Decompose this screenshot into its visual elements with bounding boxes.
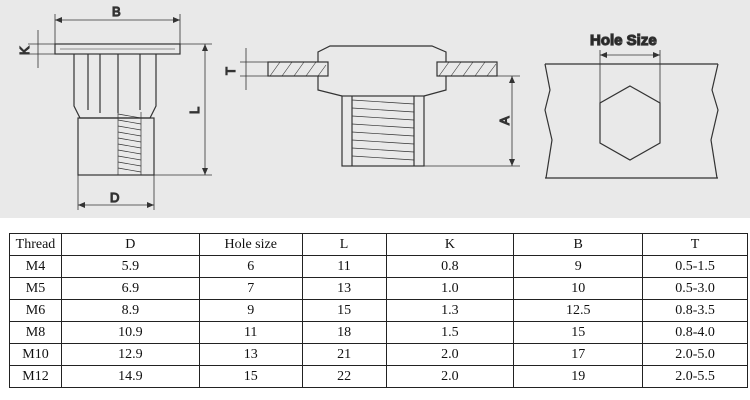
header-t: T	[642, 233, 748, 256]
cell-l: 15	[301, 299, 387, 322]
dim-label-b: B	[112, 4, 121, 19]
header-d: D	[60, 233, 200, 256]
header-hole-size: Hole size	[198, 233, 303, 256]
cell-d: 12.9	[60, 343, 200, 366]
cell-b: 15	[513, 321, 644, 344]
cell-d: 10.9	[60, 321, 200, 344]
table-row: M6 8.9 9 15 1.3 12.5 0.8-3.5	[9, 299, 748, 322]
cell-d: 8.9	[60, 299, 200, 322]
cell-l: 11	[301, 255, 387, 278]
table-row: M4 5.9 6 11 0.8 9 0.5-1.5	[9, 255, 748, 278]
cell-k: 2.0	[385, 365, 515, 388]
drawing-svg: B K L D T A Hole Size	[16, 3, 719, 210]
cell-d: 6.9	[60, 277, 200, 300]
section-nut-head	[317, 45, 447, 62]
cell-b: 9	[513, 255, 644, 278]
cell-b: 12.5	[513, 299, 644, 322]
spec-table: Thread D Hole size L K B T M4 5.9 6 11 0…	[9, 233, 748, 388]
cell-hole-size: 15	[198, 365, 303, 388]
cell-d: 5.9	[60, 255, 200, 278]
dim-label-l: L	[187, 107, 202, 114]
header-l: L	[301, 233, 387, 256]
table-row: M8 10.9 11 18 1.5 15 0.8-4.0	[9, 321, 748, 344]
header-b: B	[513, 233, 644, 256]
plate-right	[436, 61, 498, 77]
hex-hole-view	[544, 50, 719, 179]
cell-thread: M8	[9, 321, 62, 344]
cell-hole-size: 13	[198, 343, 303, 366]
cell-t: 0.5-3.0	[642, 277, 748, 300]
cell-l: 22	[301, 365, 387, 388]
cell-d: 14.9	[60, 365, 200, 388]
table-row: M10 12.9 13 21 2.0 17 2.0-5.0	[9, 343, 748, 366]
rivet-nut-side-view	[28, 14, 212, 210]
dim-label-k: K	[17, 46, 32, 55]
cell-k: 1.0	[385, 277, 515, 300]
table-header-row: Thread D Hole size L K B T	[9, 233, 748, 256]
table-row: M5 6.9 7 13 1.0 10 0.5-3.0	[9, 277, 748, 300]
hole-size-label: Hole Size	[590, 32, 657, 49]
cell-t: 0.5-1.5	[642, 255, 748, 278]
cell-l: 13	[301, 277, 387, 300]
cell-hole-size: 11	[198, 321, 303, 344]
cell-hole-size: 6	[198, 255, 303, 278]
cell-thread: M4	[9, 255, 62, 278]
plate-left	[267, 61, 329, 77]
header-thread: Thread	[9, 233, 62, 256]
header-k: K	[385, 233, 515, 256]
technical-drawing: B K L D T A Hole Size	[0, 0, 750, 218]
section-nut-body	[341, 95, 425, 167]
nut-upper-body	[73, 54, 157, 119]
cell-k: 2.0	[385, 343, 515, 366]
cell-l: 21	[301, 343, 387, 366]
cell-k: 1.5	[385, 321, 515, 344]
cell-thread: M12	[9, 365, 62, 388]
nut-shank	[77, 117, 155, 176]
cell-t: 0.8-3.5	[642, 299, 748, 322]
cell-b: 19	[513, 365, 644, 388]
dim-label-a: A	[497, 116, 512, 125]
cell-b: 10	[513, 277, 644, 300]
cell-b: 17	[513, 343, 644, 366]
cell-thread: M6	[9, 299, 62, 322]
cell-thread: M5	[9, 277, 62, 300]
dim-label-t: T	[223, 67, 238, 75]
cell-k: 1.3	[385, 299, 515, 322]
cell-l: 18	[301, 321, 387, 344]
cell-t: 2.0-5.0	[642, 343, 748, 366]
installed-section-view	[240, 45, 520, 167]
cell-k: 0.8	[385, 255, 515, 278]
cell-hole-size: 9	[198, 299, 303, 322]
cell-thread: M10	[9, 343, 62, 366]
dim-label-d: D	[110, 190, 119, 205]
cell-t: 0.8-4.0	[642, 321, 748, 344]
table-row: M12 14.9 15 22 2.0 19 2.0-5.5	[9, 365, 748, 388]
cell-t: 2.0-5.5	[642, 365, 748, 388]
hex-hole-shape	[599, 85, 661, 161]
cell-hole-size: 7	[198, 277, 303, 300]
